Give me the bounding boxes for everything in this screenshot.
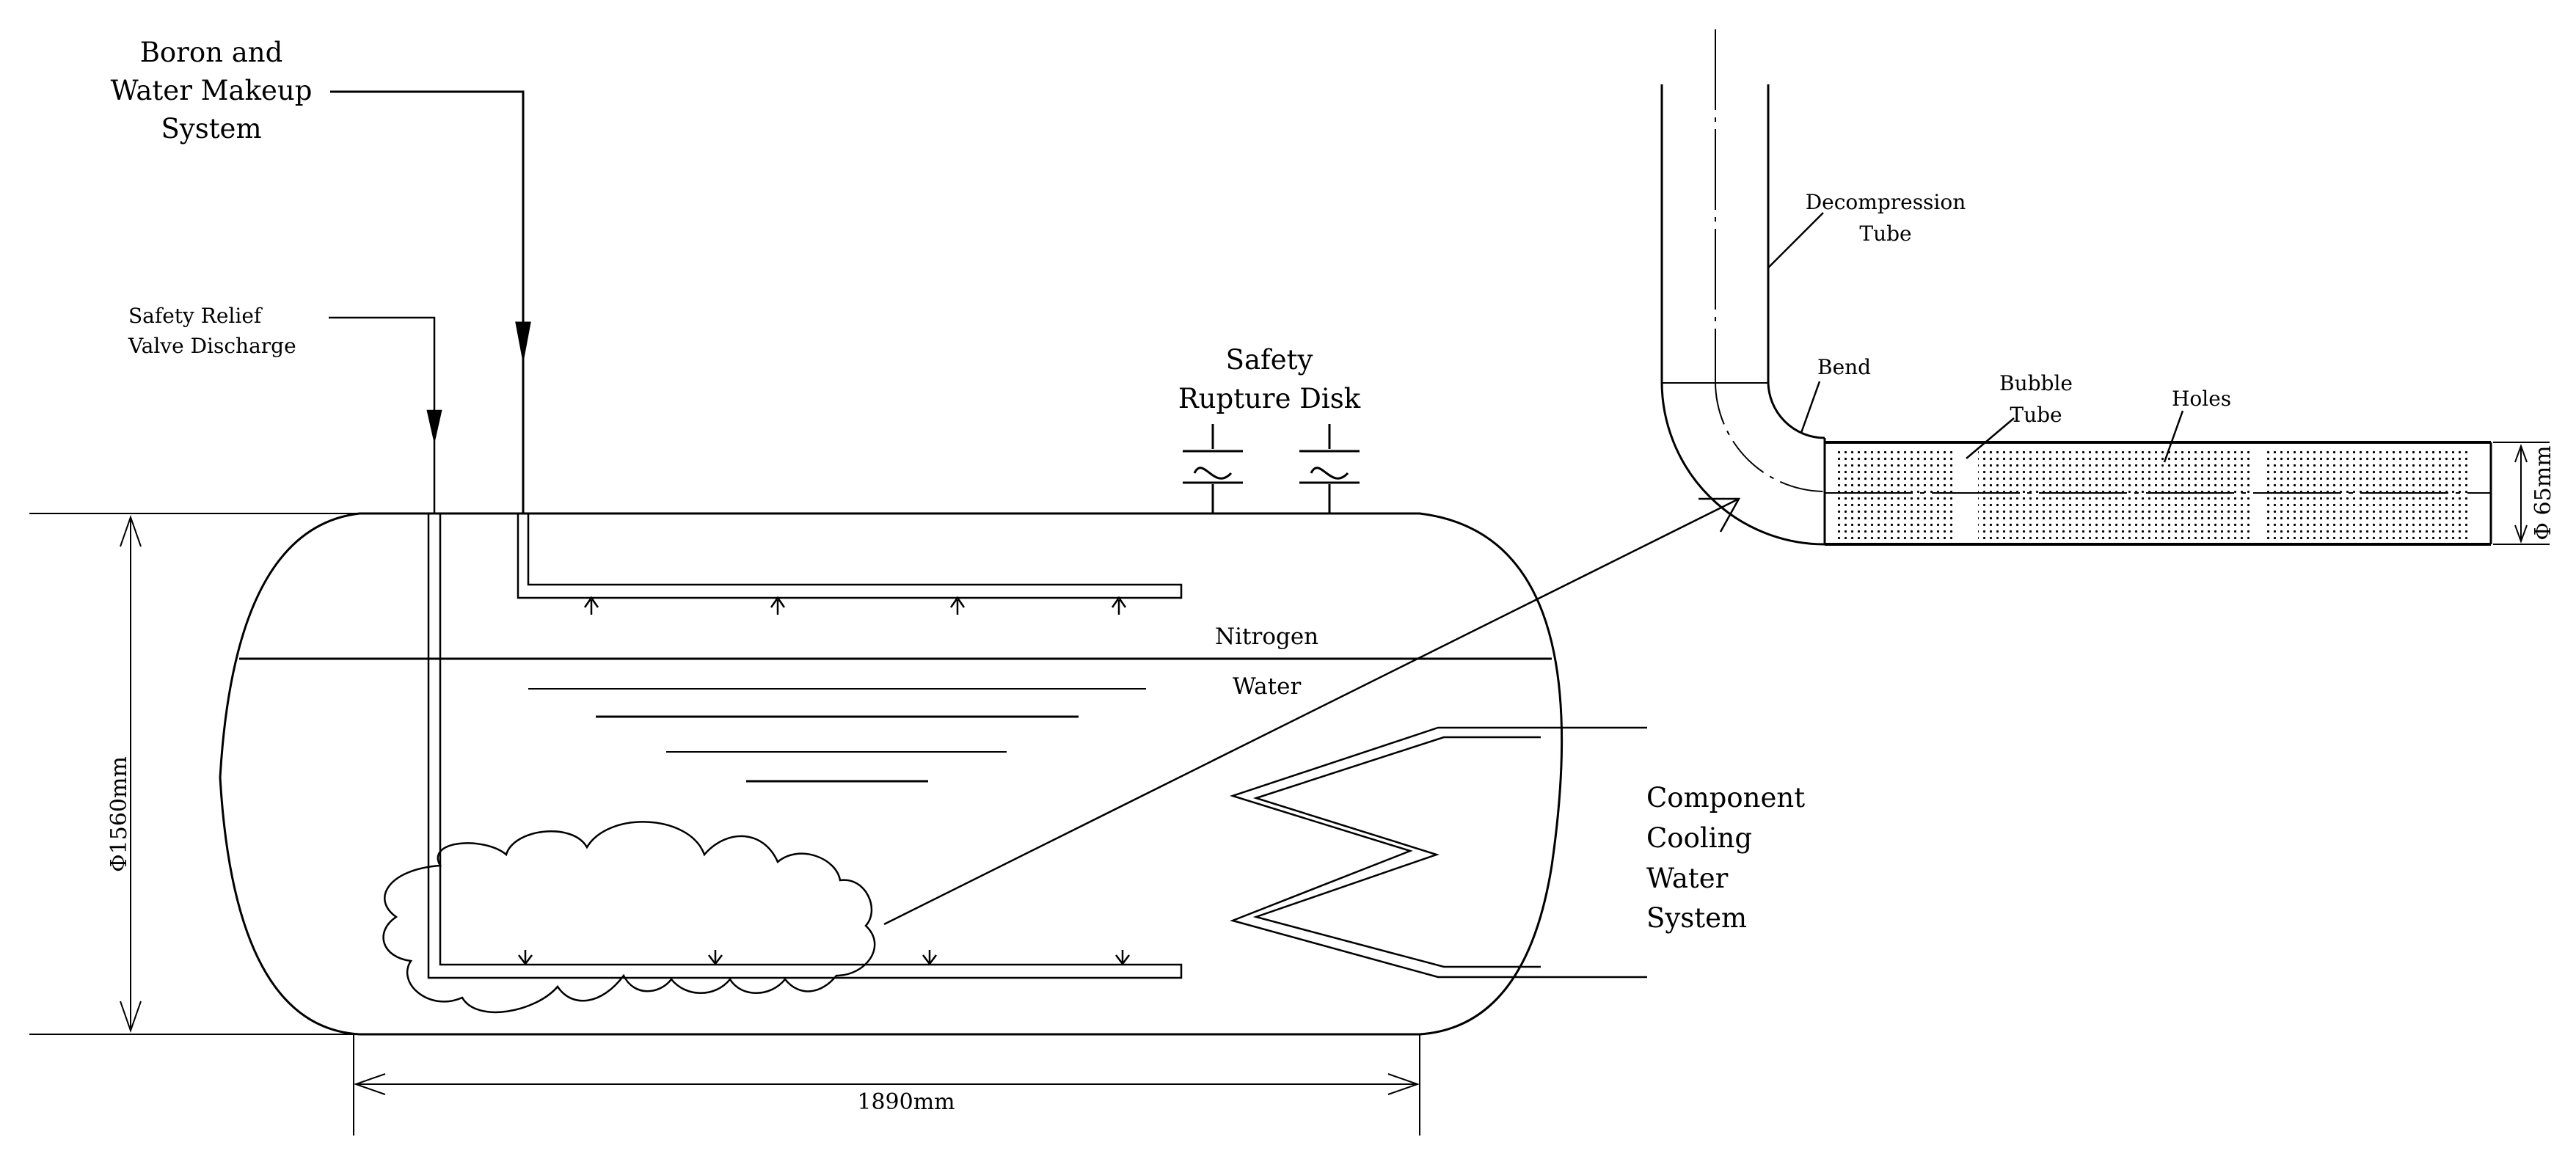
boron-makeup-leader xyxy=(330,90,531,513)
hole-region xyxy=(2267,451,2469,494)
sparger-arrows xyxy=(518,950,1130,966)
boron-label-line1: Boron and xyxy=(140,37,283,68)
hole-region xyxy=(1978,497,2250,539)
rupture-disk-label-line1: Safety xyxy=(1226,344,1313,376)
holes-label: Holes xyxy=(2172,387,2231,411)
rupture-disk-label-line2: Rupture Disk xyxy=(1178,383,1361,414)
sparger-arrow xyxy=(708,950,723,966)
spray-arrow xyxy=(949,596,966,615)
tube-bend xyxy=(1660,381,1825,546)
spray-arrow xyxy=(770,596,786,615)
tube-diameter-label: Φ 65mm xyxy=(2531,445,2556,540)
tube-diameter-dimension xyxy=(2493,442,2550,545)
boron-label-line2: Water Makeup xyxy=(111,75,313,106)
bubble-cloud xyxy=(382,821,876,1014)
spray-arrow xyxy=(583,596,599,615)
hole-region xyxy=(2267,497,2469,539)
decompression-tube xyxy=(1660,29,1770,384)
hole-region xyxy=(1834,497,1953,539)
tank-length-label: 1890mm xyxy=(857,1089,955,1115)
bubble-tube-label-line1: Bubble xyxy=(1999,371,2073,395)
bubble-tube-holes xyxy=(1834,451,2469,539)
spray-pipe xyxy=(517,513,1183,599)
tank-diameter-label: Φ1560mm xyxy=(106,756,132,872)
sparger-arrow xyxy=(1115,950,1130,966)
tank xyxy=(219,512,1564,1036)
cooling-label-line2: Cooling xyxy=(1646,822,1752,854)
cooling-coil xyxy=(1229,726,1647,979)
relief-valve-leader xyxy=(329,316,442,513)
tank-length-dimension xyxy=(353,1073,1420,1095)
cooling-label-line4: System xyxy=(1646,902,1747,934)
detail-leader xyxy=(883,497,1741,926)
hole-region xyxy=(1978,451,2250,494)
bubble-tube-label-line2: Tube xyxy=(2010,403,2062,427)
discharge-pipe xyxy=(427,513,1183,979)
spray-arrows xyxy=(583,596,1127,615)
decompression-label-line2: Tube xyxy=(1859,222,1911,246)
nitrogen-label: Nitrogen xyxy=(1215,624,1318,650)
cooling-label-line3: Water xyxy=(1646,863,1729,894)
sparger-arrow xyxy=(922,950,937,966)
tank-outline xyxy=(219,512,1564,1036)
tank-diameter-dimension xyxy=(120,514,142,1034)
dimension-extension-lines xyxy=(29,513,1420,1136)
bend-label: Bend xyxy=(1817,355,1871,379)
hole-region xyxy=(1834,451,1953,494)
sparger-arrow xyxy=(518,950,533,966)
spray-arrow xyxy=(1111,596,1127,615)
decompression-label-line1: Decompression xyxy=(1806,190,1966,214)
relief-label-line1: Safety Relief xyxy=(128,304,263,328)
water-label: Water xyxy=(1233,673,1301,700)
detail-leaders xyxy=(1767,212,2184,463)
rupture-disk-right xyxy=(1299,424,1360,513)
cooling-label-line1: Component xyxy=(1646,782,1805,813)
rupture-disk-left xyxy=(1183,424,1243,513)
boron-label-line3: System xyxy=(161,113,261,145)
relief-label-line2: Valve Discharge xyxy=(128,334,296,358)
